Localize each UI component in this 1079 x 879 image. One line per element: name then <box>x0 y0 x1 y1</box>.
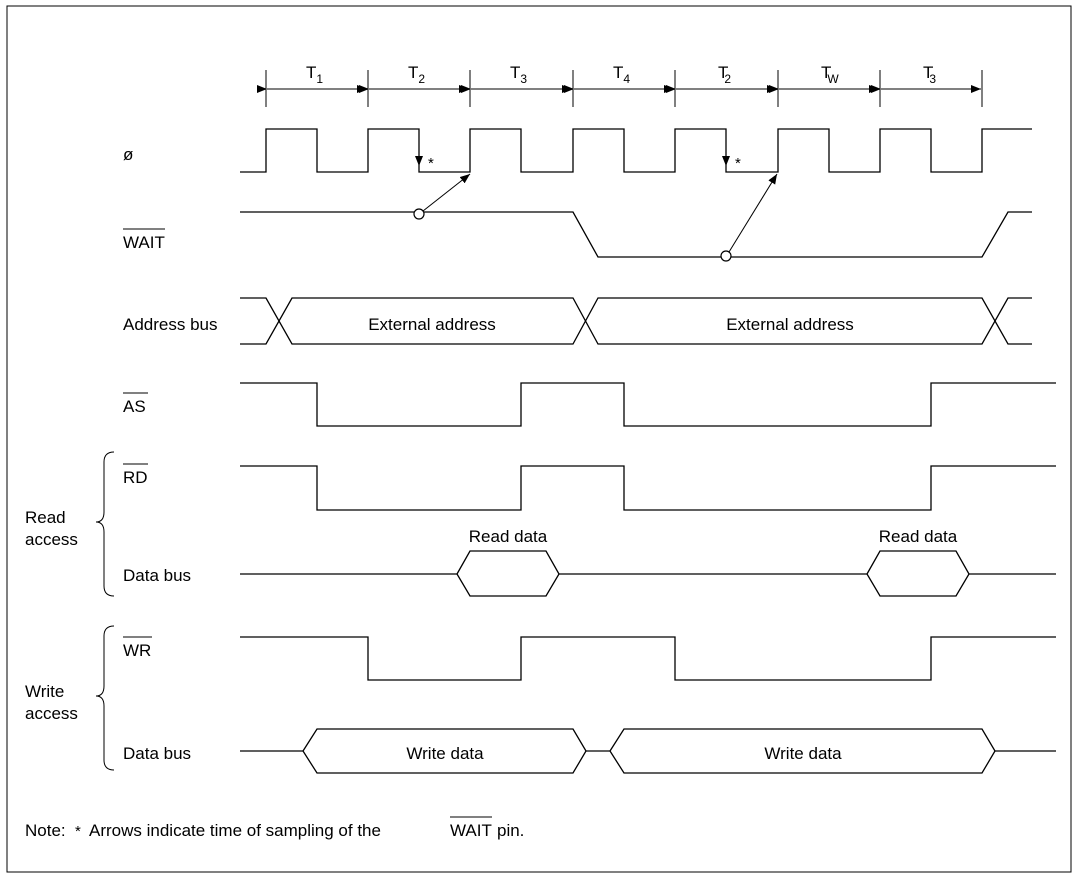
sample-marker-1: * <box>428 155 434 172</box>
read-access-label-line1: Read <box>25 508 66 527</box>
state-label-2: T2 <box>408 63 425 86</box>
figure-border <box>6 5 1072 873</box>
read-data-value-2: Read data <box>879 527 958 546</box>
note-wait-pin: WAIT <box>450 821 492 840</box>
state-label-6: TW <box>821 63 839 86</box>
write-access-label-line2: access <box>25 704 78 723</box>
footnote: Note: * Arrows indicate time of sampling… <box>25 816 524 840</box>
write-data-value-1: Write data <box>406 744 484 763</box>
read-access-brace <box>95 451 115 597</box>
write-data-bus-label: Data bus <box>123 744 191 763</box>
as-waveform <box>240 382 1056 427</box>
write-access-label-line1: Write <box>25 682 64 701</box>
note-star: * <box>75 823 81 840</box>
wait-sample-arrow-2 <box>728 173 778 253</box>
phi-waveform <box>240 128 1032 173</box>
write-access-brace <box>95 625 115 771</box>
write-data-bus-waveform <box>240 728 1056 774</box>
wait-waveform <box>240 211 1032 258</box>
read-data-value-1: Read data <box>469 527 548 546</box>
wr-label: WR <box>123 641 151 660</box>
rd-waveform <box>240 465 1056 511</box>
wait-label: WAIT <box>123 233 165 252</box>
phi-label: ø <box>123 145 133 164</box>
address-bus-label: Address bus <box>123 315 218 334</box>
read-data-bus-label: Data bus <box>123 566 191 585</box>
state-label-1: T1 <box>306 63 323 86</box>
wr-waveform <box>240 636 1056 681</box>
address-value-2: External address <box>726 315 854 334</box>
read-access-label-line2: access <box>25 530 78 549</box>
wait-sample-arrow-1 <box>422 173 471 212</box>
state-label-5: T2 <box>718 63 731 86</box>
wait-sample-point-1 <box>413 208 425 220</box>
write-data-value-2: Write data <box>764 744 842 763</box>
address-bus-waveform <box>240 297 1032 345</box>
state-ruler: T1 T2 T3 T4 T2 TW T3 <box>257 63 983 107</box>
state-label-4: T4 <box>613 63 630 86</box>
sample-marker-2: * <box>735 155 741 172</box>
as-label: AS <box>123 397 146 416</box>
note-text: Arrows indicate time of sampling of the <box>89 821 381 840</box>
rd-label: RD <box>123 468 148 487</box>
note-suffix: pin. <box>497 821 524 840</box>
state-label-3: T3 <box>510 63 527 86</box>
state-label-7: T3 <box>923 63 936 86</box>
wait-sample-point-2 <box>720 250 732 262</box>
read-data-bus-waveform <box>240 550 1056 597</box>
note-prefix: Note: <box>25 821 66 840</box>
address-value-1: External address <box>368 315 496 334</box>
